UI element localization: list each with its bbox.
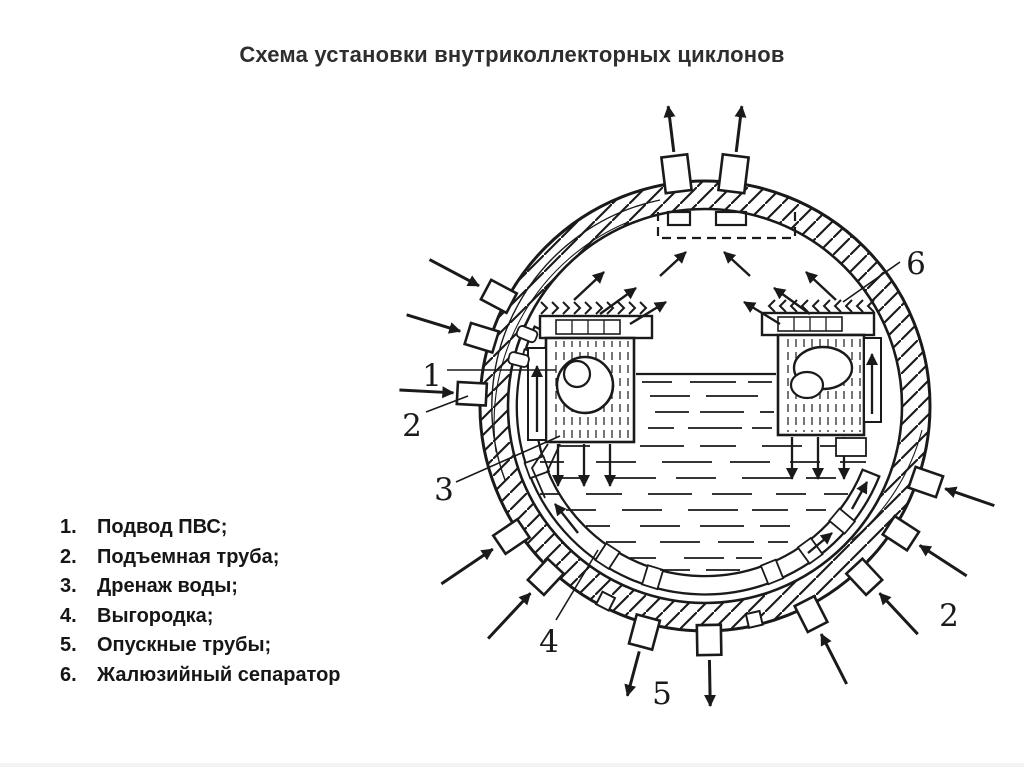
legend-item-label: Опускные трубы; — [97, 634, 272, 656]
slide-bottom-edge — [0, 763, 1024, 767]
cyclone-right — [760, 299, 882, 480]
callout-pvs-supply: 1 — [422, 358, 442, 394]
callout-downcomers: 5 — [652, 676, 672, 712]
callout-numbers: 1 2 3 4 5 2 6 — [402, 246, 959, 712]
water-level — [540, 372, 866, 571]
callout-water-drain: 3 — [434, 472, 454, 508]
legend-item-4: 4. Выгородка; — [60, 602, 341, 632]
legend-item-label: Дренаж воды; — [97, 575, 238, 597]
legend-item-number: 2. — [60, 545, 77, 568]
legend-item-1: 1. Подвод ПВС; — [60, 513, 341, 543]
legend-item-number: 5. — [60, 634, 77, 656]
page-title: Схема установки внутриколлекторных цикло… — [239, 42, 785, 67]
legend-item-number: 6. — [60, 663, 77, 686]
drum-nozzles — [455, 152, 945, 657]
callout-leaders — [425, 261, 901, 621]
legend-item-label: Подвод ПВС; — [97, 516, 228, 538]
callout-louver-separator: 6 — [906, 246, 926, 282]
callout-shroud: 4 — [539, 624, 559, 660]
legend-item-6: 6. Жалюзийный сепаратор — [60, 661, 341, 691]
legend-item-number: 4. — [60, 604, 77, 627]
legend-item-label: Выгородка; — [97, 604, 214, 627]
legend-item-label: Жалюзийный сепаратор — [97, 663, 341, 686]
steam-flow-arrows — [573, 251, 837, 326]
legend-item-3: 3. Дренаж воды; — [60, 572, 341, 602]
legend-item-2: 2. Подъемная труба; — [60, 543, 341, 573]
flow-arrows-external — [399, 105, 995, 707]
callout-riser-right: 2 — [939, 598, 959, 634]
legend-list: 1. Подвод ПВС; 2. Подъемная труба; 3. Дрена… — [60, 513, 341, 690]
steam-receiving-box — [656, 210, 797, 240]
legend-item-number: 3. — [60, 575, 77, 597]
cyclone-left — [507, 301, 654, 499]
legend-item-label: Подъемная труба; — [97, 545, 280, 568]
legend-item-number: 1. — [60, 516, 77, 538]
callout-riser-left: 2 — [402, 408, 422, 444]
legend-item-5: 5. Опускные трубы; — [60, 631, 341, 661]
